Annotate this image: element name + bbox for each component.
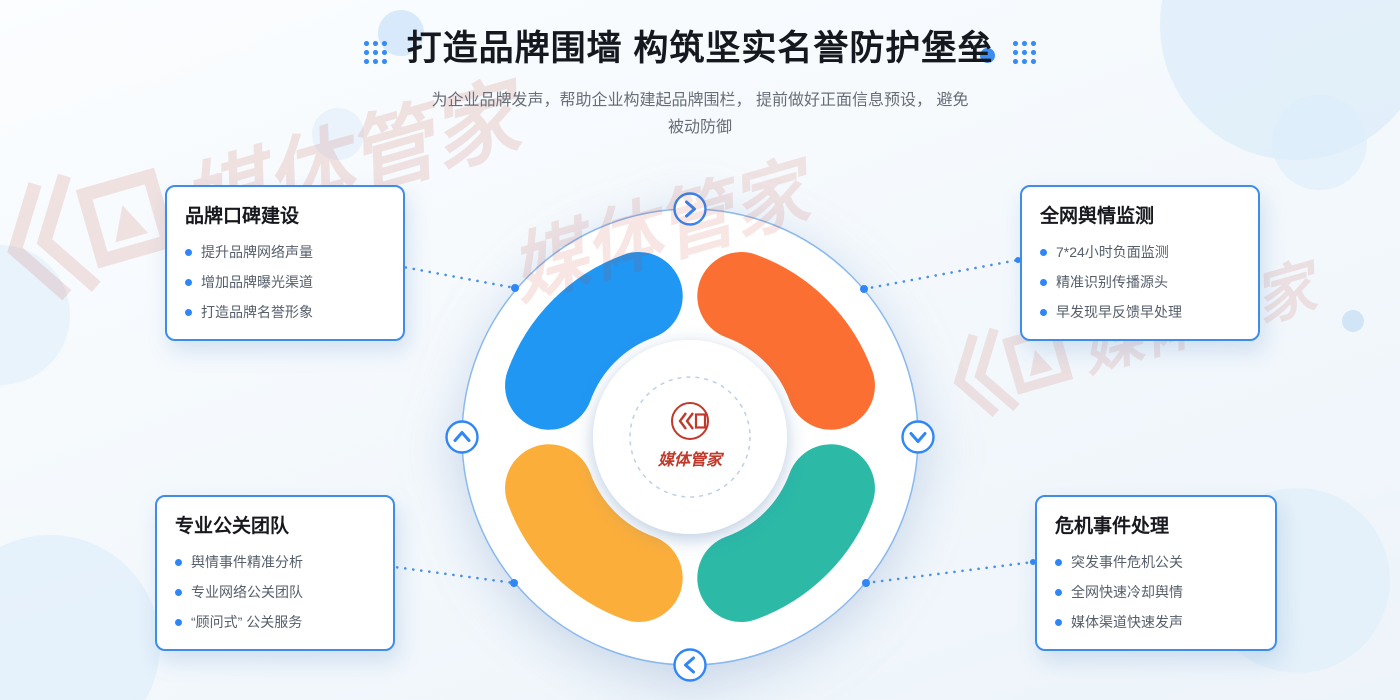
list-item: 精准识别传播源头	[1040, 267, 1240, 297]
header: 打造品牌围墙 构筑坚实名誉防护堡垒 为企业品牌发声，帮助企业构建起品牌围栏， 提…	[0, 20, 1400, 141]
list-item: 专业网络公关团队	[175, 577, 375, 607]
arrow-circle[interactable]	[901, 420, 935, 454]
item-text: 7*24小时负面监测	[1056, 244, 1169, 260]
chevron-up-icon	[453, 431, 471, 442]
bullet-dot-icon	[1040, 278, 1047, 286]
item-text: 打造品牌名誉形象	[201, 304, 313, 320]
center-logo-text: 媒体管家	[657, 451, 725, 469]
item-text: 早发现早反馈早处理	[1056, 304, 1182, 320]
card-crisis-handling: 危机事件处理 突发事件危机公关 全网快速冷却舆情 媒体渠道快速发声	[1035, 495, 1277, 651]
dots-decoration-right-icon	[1011, 39, 1039, 66]
card-title: 危机事件处理	[1055, 516, 1170, 537]
card-brand-reputation: 品牌口碑建设 提升品牌网络声量 增加品牌曝光渠道 打造品牌名誉形象	[165, 185, 405, 341]
bg-circle	[312, 108, 364, 160]
list-item: 全网快速冷却舆情	[1055, 577, 1257, 607]
card-opinion-monitoring: 全网舆情监测 7*24小时负面监测 精准识别传播源头 早发现早反馈早处理	[1020, 185, 1260, 341]
card-list: 7*24小时负面监测 精准识别传播源头 早发现早反馈早处理	[1040, 237, 1240, 327]
list-item: 7*24小时负面监测	[1040, 237, 1240, 267]
bullet-dot-icon	[185, 278, 192, 286]
bg-circle	[0, 535, 160, 700]
bullet-dot-icon	[1040, 248, 1047, 256]
card-title: 专业公关团队	[175, 516, 290, 537]
center-logo: 媒体管家	[657, 402, 725, 469]
list-item: 增加品牌曝光渠道	[185, 267, 385, 297]
logo-square-icon	[694, 413, 707, 429]
card-list: 提升品牌网络声量 增加品牌曝光渠道 打造品牌名誉形象	[185, 237, 385, 327]
item-text: 舆情事件精准分析	[191, 554, 303, 570]
segment-bottom-left	[505, 444, 683, 622]
arrow-circle[interactable]	[445, 420, 479, 454]
title-accent-dot	[980, 48, 995, 63]
arrow-button-right[interactable]	[901, 420, 935, 454]
item-text: 增加品牌曝光渠道	[201, 274, 313, 290]
list-item: “顾问式” 公关服务	[175, 607, 375, 637]
item-text: 媒体渠道快速发声	[1071, 614, 1183, 630]
chevron-right-icon	[685, 200, 696, 218]
logo-ring-icon	[671, 402, 709, 440]
bullet-dot-icon	[175, 588, 182, 596]
bullet-dot-icon	[185, 308, 192, 316]
list-item: 突发事件危机公关	[1055, 547, 1257, 577]
arrow-button-bottom[interactable]	[673, 648, 707, 682]
bullet-dot-icon	[1055, 588, 1062, 596]
card-list: 突发事件危机公关 全网快速冷却舆情 媒体渠道快速发声	[1055, 547, 1257, 637]
card-pr-team: 专业公关团队 舆情事件精准分析 专业网络公关团队 “顾问式” 公关服务	[155, 495, 395, 651]
bg-circle	[0, 245, 70, 385]
logo-chevron-icon	[685, 412, 694, 430]
bullet-dot-icon	[175, 558, 182, 566]
card-title: 全网舆情监测	[1040, 206, 1155, 227]
arrow-button-top[interactable]	[673, 192, 707, 226]
item-text: 全网快速冷却舆情	[1071, 584, 1183, 600]
list-item: 媒体渠道快速发声	[1055, 607, 1257, 637]
item-text: 突发事件危机公关	[1071, 554, 1183, 570]
list-item: 打造品牌名誉形象	[185, 297, 385, 327]
list-item: 提升品牌网络声量	[185, 237, 385, 267]
center-disc	[593, 340, 787, 534]
bg-circle	[1342, 310, 1364, 332]
segment-bottom-right	[697, 444, 875, 622]
dots-decoration-left-icon	[361, 39, 389, 66]
title-row: 打造品牌围墙 构筑坚实名誉防护堡垒	[0, 20, 1400, 71]
bullet-dot-icon	[1040, 308, 1047, 316]
item-text: 提升品牌网络声量	[201, 244, 313, 260]
ring-diagram: 媒体管家	[445, 192, 935, 682]
arrow-circle[interactable]	[673, 648, 707, 682]
list-item: 舆情事件精准分析	[175, 547, 375, 577]
chevron-down-icon	[909, 432, 927, 443]
item-text: 精准识别传播源头	[1056, 274, 1168, 290]
card-list: 舆情事件精准分析 专业网络公关团队 “顾问式” 公关服务	[175, 547, 375, 637]
item-text: 专业网络公关团队	[191, 584, 303, 600]
bullet-dot-icon	[1055, 618, 1062, 626]
arrow-button-left[interactable]	[445, 420, 479, 454]
segment-top-left	[505, 252, 683, 430]
card-title: 品牌口碑建设	[185, 206, 300, 227]
item-text: “顾问式” 公关服务	[191, 614, 303, 630]
list-item: 早发现早反馈早处理	[1040, 297, 1240, 327]
page-subtitle: 为企业品牌发声，帮助企业构建起品牌围栏， 提前做好正面信息预设， 避免被动防御	[431, 92, 969, 136]
arrow-circle[interactable]	[673, 192, 707, 226]
center-dashed-circle	[629, 376, 751, 498]
chevron-left-icon	[684, 656, 695, 674]
bullet-dot-icon	[1055, 558, 1062, 566]
bg-circle	[1272, 95, 1367, 190]
bullet-dot-icon	[185, 248, 192, 256]
page-title: 打造品牌围墙 构筑坚实名誉防护堡垒	[406, 29, 994, 68]
segment-top-right	[697, 252, 875, 430]
bullet-dot-icon	[175, 618, 182, 626]
logo-chevron-icon	[678, 412, 687, 430]
